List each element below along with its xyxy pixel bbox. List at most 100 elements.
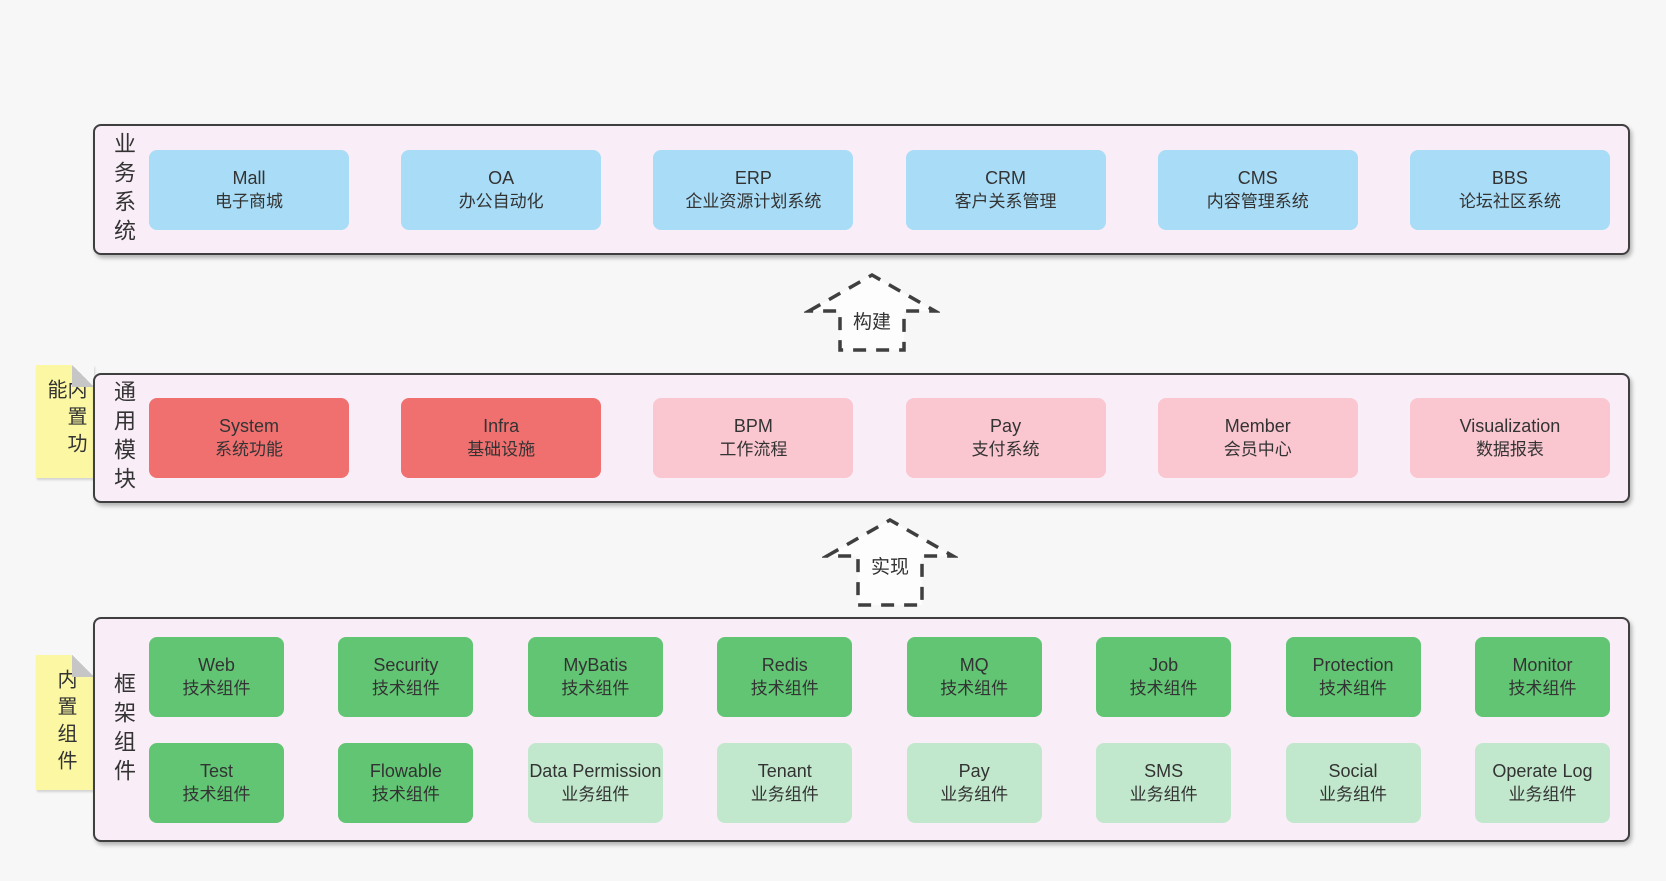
component-name: CMS [1237, 167, 1278, 188]
component-name: Protection [1312, 654, 1394, 675]
component-desc: 业务组件 [940, 784, 1009, 804]
component-name: Social [1328, 760, 1378, 781]
component-name: Flowable [369, 760, 442, 781]
sticky-tag-built-in-components: 内置组件 [36, 655, 94, 790]
component-desc: 业务组件 [561, 784, 630, 804]
component-desc: 技术组件 [940, 678, 1009, 698]
component-desc: 业务组件 [1319, 784, 1388, 804]
box-pay: Pay 支付系统 [905, 398, 1106, 478]
box-tenant: Tenant 业务组件 [717, 742, 853, 823]
component-name: Visualization [1459, 416, 1561, 436]
box-oa: OA 办公自动化 [401, 149, 602, 230]
arrow-shape [822, 517, 958, 607]
component-name: Pay [958, 760, 990, 781]
component-name: Job [1149, 654, 1179, 675]
panel-side-label: 框架组件 [105, 619, 141, 840]
component-name: Test [199, 760, 233, 781]
arrow-shape [804, 272, 940, 352]
arrow-label: 构建 [853, 311, 891, 333]
box-test: Test 技术组件 [149, 742, 284, 823]
box-social: Social 业务组件 [1285, 742, 1421, 823]
component-desc: 技术组件 [371, 784, 440, 804]
component-desc: 企业资源计划系统 [685, 191, 822, 211]
box-job: Job 技术组件 [1096, 636, 1232, 717]
box-operate-log: Operate Log 业务组件 [1474, 742, 1610, 823]
component-name: BBS [1491, 167, 1528, 188]
component-desc: 内容管理系统 [1206, 191, 1309, 211]
sticky-tag-built-in-features: 内置功能 [36, 365, 94, 478]
component-name: SMS [1144, 760, 1184, 781]
component-desc: 会员中心 [1223, 440, 1292, 459]
component-name: OA [488, 167, 515, 188]
component-desc: 论坛社区系统 [1458, 191, 1561, 211]
box-system: System 系统功能 [149, 398, 349, 478]
box-bpm: BPM 工作流程 [653, 398, 854, 478]
component-name: Operate Log [1492, 760, 1593, 781]
component-desc: 技术组件 [182, 784, 251, 804]
component-name: CRM [985, 167, 1027, 188]
component-name: Member [1224, 416, 1291, 436]
panel-side-label: 业务系统 [105, 126, 141, 253]
sticky-tag-label: 内置组件 [54, 669, 76, 777]
component-desc: 业务组件 [1129, 784, 1198, 804]
arrow-label: 实现 [871, 556, 909, 578]
component-desc: 技术组件 [1508, 678, 1577, 698]
component-name: Security [373, 654, 439, 675]
box-pay: Pay 业务组件 [906, 742, 1042, 823]
panel-side-label-text: 框架组件 [111, 671, 136, 788]
component-desc: 办公自动化 [458, 191, 544, 211]
box-bbs: BBS 论坛社区系统 [1409, 149, 1610, 230]
panel-content: System 系统功能 Infra 基础设施 BPM 工作流程 Pay 支付系统 Member 会… [141, 375, 1628, 501]
component-desc: 基础设施 [467, 440, 536, 459]
component-name: System [218, 416, 279, 436]
component-row: System 系统功能 Infra 基础设施 BPM 工作流程 Pay 支付系统 Member 会… [149, 398, 1610, 478]
component-name: BPM [733, 416, 773, 436]
component-name: MQ [959, 654, 989, 675]
box-erp: ERP 企业资源计划系统 [653, 149, 854, 230]
component-name: Tenant [757, 760, 812, 781]
component-name: Infra [483, 416, 520, 436]
component-desc: 技术组件 [750, 678, 819, 698]
component-name: ERP [734, 167, 772, 188]
component-desc: 技术组件 [1129, 678, 1198, 698]
dashed-up-arrow-build: 构建 [804, 272, 940, 352]
panel-side-label-text: 业务系统 [111, 131, 136, 248]
box-mybatis: MyBatis 技术组件 [527, 636, 663, 717]
box-flowable: Flowable 技术组件 [338, 742, 474, 823]
box-monitor: Monitor 技术组件 [1474, 636, 1610, 717]
panel-common-modules: 通用模块 System 系统功能 Infra 基础设施 BPM 工作流程 Pay 支付系统 Me… [93, 373, 1630, 503]
box-mq: MQ 技术组件 [906, 636, 1042, 717]
component-name: Redis [761, 654, 808, 675]
panel-side-label-text: 通用模块 [111, 380, 136, 496]
component-desc: 数据报表 [1475, 440, 1544, 459]
box-visualization: Visualization 数据报表 [1409, 398, 1610, 478]
component-desc: 系统功能 [215, 440, 283, 459]
component-desc: 业务组件 [750, 784, 819, 804]
component-desc: 客户关系管理 [954, 191, 1057, 211]
component-desc: 支付系统 [971, 440, 1040, 459]
component-desc: 业务组件 [1508, 784, 1577, 804]
component-name: Monitor [1512, 654, 1573, 675]
component-desc: 工作流程 [719, 440, 788, 459]
component-name: MyBatis [563, 654, 628, 675]
component-desc: 技术组件 [561, 678, 630, 698]
component-desc: 电子商城 [215, 191, 283, 211]
panel-side-label: 通用模块 [105, 375, 141, 501]
box-data-permission: Data Permission 业务组件 [527, 742, 663, 823]
box-redis: Redis 技术组件 [717, 636, 853, 717]
component-name: Data Permission [529, 760, 662, 781]
component-name: Pay [990, 416, 1022, 436]
sticky-tag-label: 内置功能 [44, 379, 86, 460]
box-infra: Infra 基础设施 [401, 398, 602, 478]
box-cms: CMS 内容管理系统 [1157, 149, 1358, 230]
dashed-up-arrow-implement: 实现 [822, 517, 958, 607]
